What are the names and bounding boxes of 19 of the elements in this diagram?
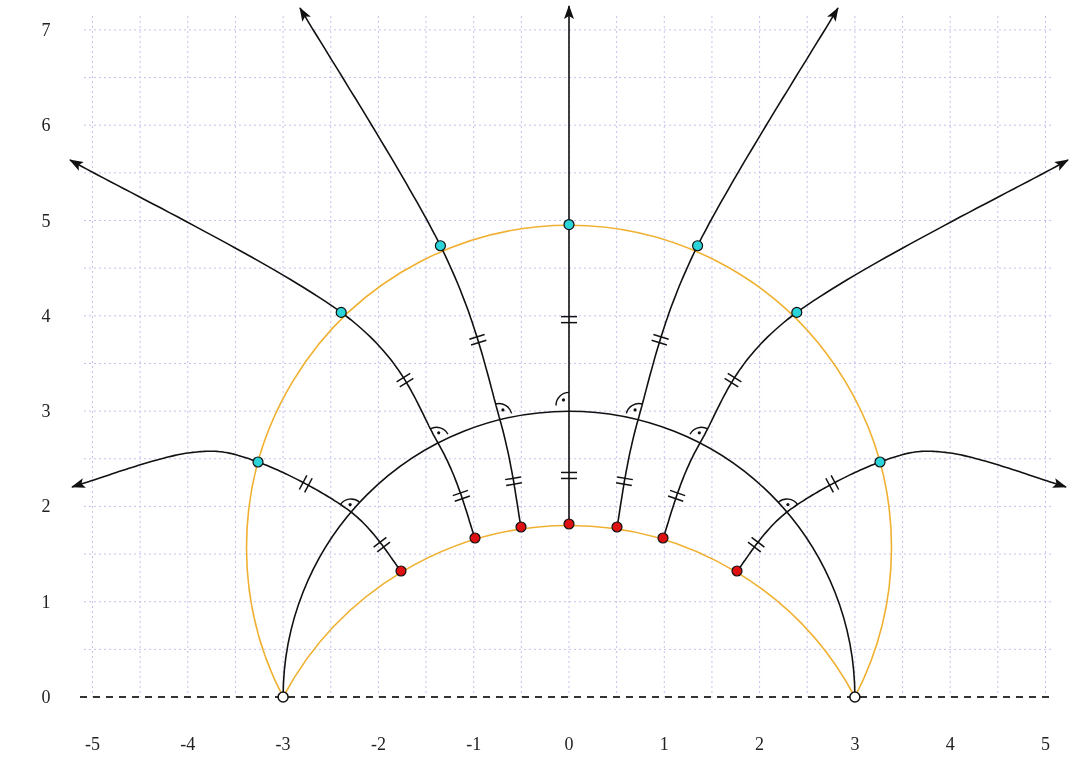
y-axis-tick-label: 0 bbox=[41, 688, 51, 706]
x-axis-tick-label: -4 bbox=[180, 735, 196, 753]
x-axis-tick-label: 4 bbox=[945, 735, 955, 753]
y-axis-tick-label: 5 bbox=[41, 211, 51, 230]
x-axis-tick-label: -3 bbox=[275, 735, 291, 753]
x-axis-tick-label: -5 bbox=[85, 735, 100, 753]
x-axis-tick-label: 0 bbox=[564, 735, 574, 753]
x-axis-tick-label: 1 bbox=[659, 735, 669, 753]
x-axis-tick-label: 2 bbox=[755, 735, 765, 753]
x-axis-tick-label: -2 bbox=[370, 735, 386, 753]
x-axis-tick-label: 5 bbox=[1041, 735, 1050, 753]
y-axis-tick-label: 4 bbox=[41, 306, 51, 325]
y-axis-tick-label: 2 bbox=[41, 497, 51, 516]
x-axis-tick-label: 3 bbox=[850, 735, 860, 753]
y-axis-tick-label: 3 bbox=[41, 402, 51, 421]
y-axis-tick-label: 6 bbox=[41, 116, 51, 135]
x-axis-tick-label: -1 bbox=[466, 735, 482, 753]
y-axis-tick-label: 7 bbox=[41, 20, 51, 39]
y-axis-tick-label: 1 bbox=[41, 592, 51, 611]
